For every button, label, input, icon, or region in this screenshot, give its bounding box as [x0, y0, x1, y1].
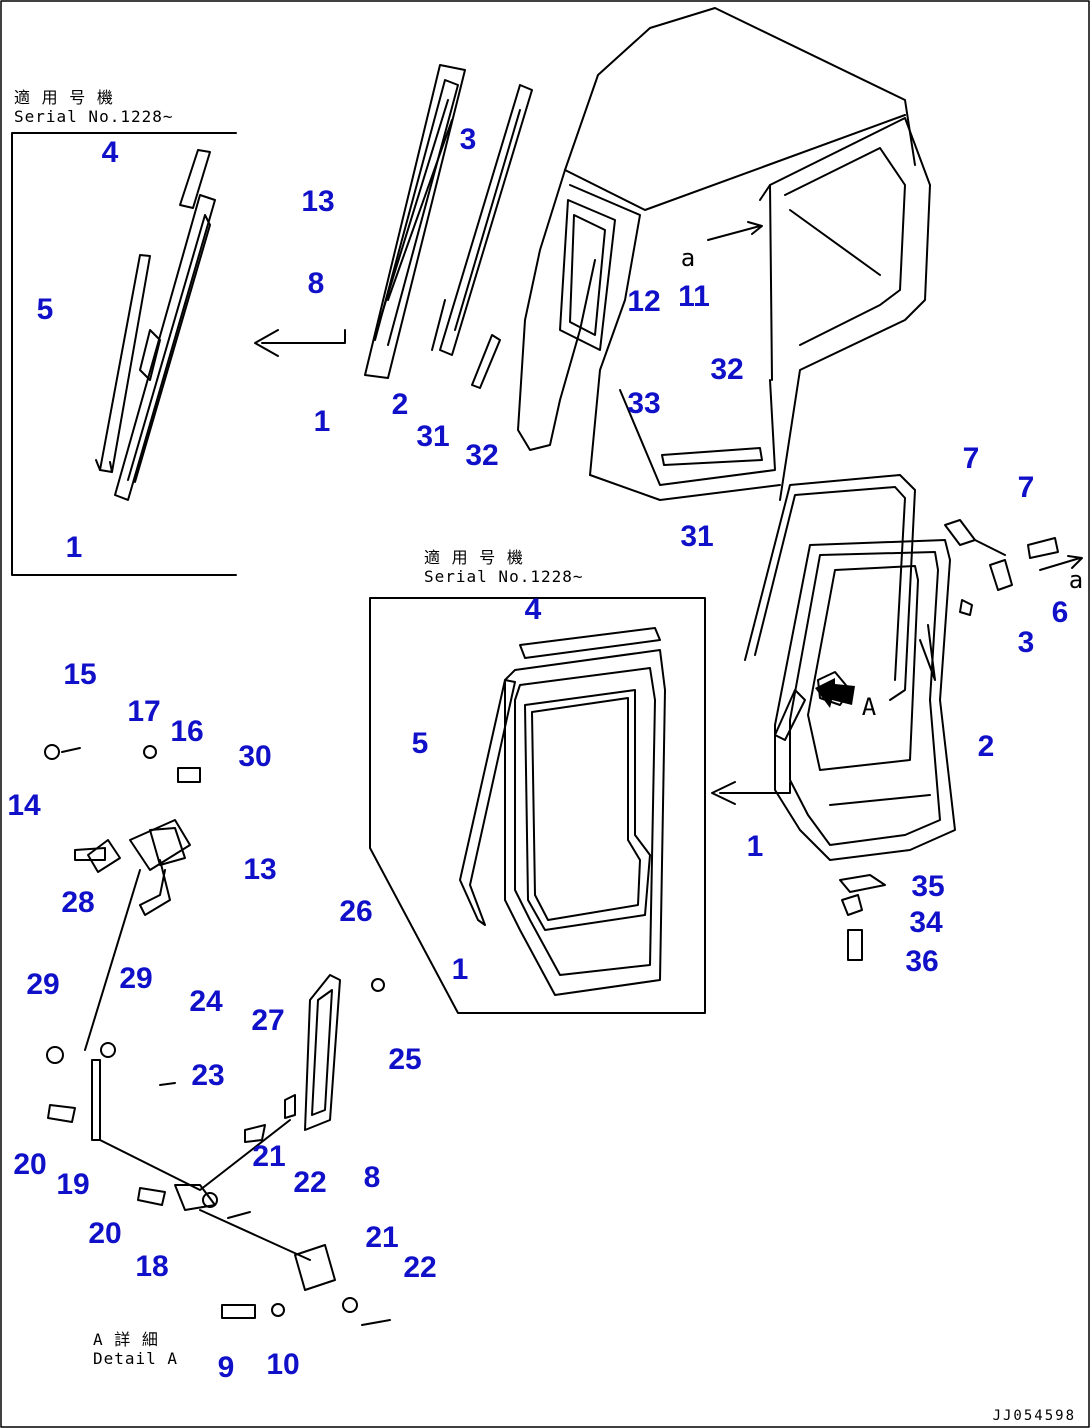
callout-1: 1 [746, 830, 764, 863]
callout-15: 15 [63, 658, 97, 691]
inset-left-door-glass [95, 149, 216, 501]
view-mark-arrow-a: A [861, 693, 877, 721]
callout-13: 13 [301, 185, 335, 218]
callout-27: 27 [251, 1004, 285, 1037]
callout-14: 14 [7, 789, 41, 822]
striker-parts [839, 874, 886, 961]
arrow-left-1 [254, 329, 346, 357]
callout-36: 36 [905, 945, 939, 978]
view-mark-a-top: a [680, 244, 696, 272]
serial-note-top-left: 適 用 号 機 Serial No.1228~ [14, 88, 174, 126]
arrow-left-2 [711, 781, 791, 805]
callout-21: 21 [252, 1140, 286, 1173]
callout-22: 22 [293, 1166, 327, 1199]
callout-21: 21 [365, 1221, 399, 1254]
view-mark-a-right: a [1068, 566, 1084, 594]
callout-31: 31 [680, 520, 714, 553]
callout-1: 1 [451, 953, 469, 986]
cab-outline [517, 7, 931, 501]
inset-center-door [459, 627, 666, 996]
leader-a-top [707, 221, 763, 241]
callout-1: 1 [65, 531, 83, 564]
callout-24: 24 [189, 985, 223, 1018]
callout-8: 8 [307, 267, 325, 300]
callout-20: 20 [88, 1217, 122, 1250]
callout-34: 34 [909, 906, 943, 939]
callout-2: 2 [977, 730, 995, 763]
callout-17: 17 [127, 695, 161, 728]
callout-32: 32 [465, 439, 499, 472]
callout-3: 3 [459, 123, 477, 156]
detail-a-caption: A 詳 細 Detail A [93, 1330, 178, 1368]
serial-note-jp: 適 用 号 機 [424, 548, 524, 567]
callout-30: 30 [238, 740, 272, 773]
inset-frame-left [11, 132, 237, 576]
callout-23: 23 [191, 1059, 225, 1092]
callout-33: 33 [627, 387, 661, 420]
callout-7: 7 [1017, 471, 1035, 504]
callout-9: 9 [217, 1351, 235, 1384]
right-hinge-parts [944, 519, 1083, 616]
inset-frame-center [369, 597, 706, 1014]
callout-20: 20 [13, 1148, 47, 1181]
callout-26: 26 [339, 895, 373, 928]
callout-16: 16 [170, 715, 204, 748]
callout-1: 1 [313, 405, 331, 438]
callout-11: 11 [678, 280, 710, 313]
callout-2: 2 [391, 388, 409, 421]
callout-31: 31 [416, 420, 450, 453]
callout-10: 10 [266, 1348, 300, 1381]
door-seal-group [364, 64, 533, 389]
callout-35: 35 [911, 870, 945, 903]
serial-note-center: 適 用 号 機 Serial No.1228~ [424, 548, 584, 586]
callout-32: 32 [710, 353, 744, 386]
callout-28: 28 [61, 886, 95, 919]
callout-4: 4 [101, 136, 119, 169]
callout-18: 18 [135, 1250, 169, 1283]
callout-5: 5 [36, 293, 54, 326]
callout-13: 13 [243, 853, 277, 886]
callout-3: 3 [1017, 626, 1035, 659]
serial-note-en: Serial No.1228~ [424, 567, 584, 587]
detail-a-parts [44, 744, 391, 1326]
serial-note-en: Serial No.1228~ [14, 107, 174, 127]
drawing-code: JJ054598 [992, 1408, 1076, 1424]
callout-8: 8 [363, 1161, 381, 1194]
callout-22: 22 [403, 1251, 437, 1284]
callout-19: 19 [56, 1168, 90, 1201]
callout-7: 7 [962, 442, 980, 475]
serial-note-jp: 適 用 号 機 [14, 88, 114, 107]
callout-4: 4 [524, 593, 542, 626]
right-door [744, 474, 956, 861]
detail-caption-en: Detail A [93, 1349, 179, 1369]
callout-25: 25 [388, 1043, 422, 1076]
callout-5: 5 [411, 727, 429, 760]
callout-12: 12 [627, 285, 661, 318]
callout-29: 29 [119, 962, 153, 995]
callout-6: 6 [1051, 596, 1069, 629]
detail-caption-jp: A 詳 細 [93, 1330, 159, 1349]
callout-29: 29 [26, 968, 60, 1001]
